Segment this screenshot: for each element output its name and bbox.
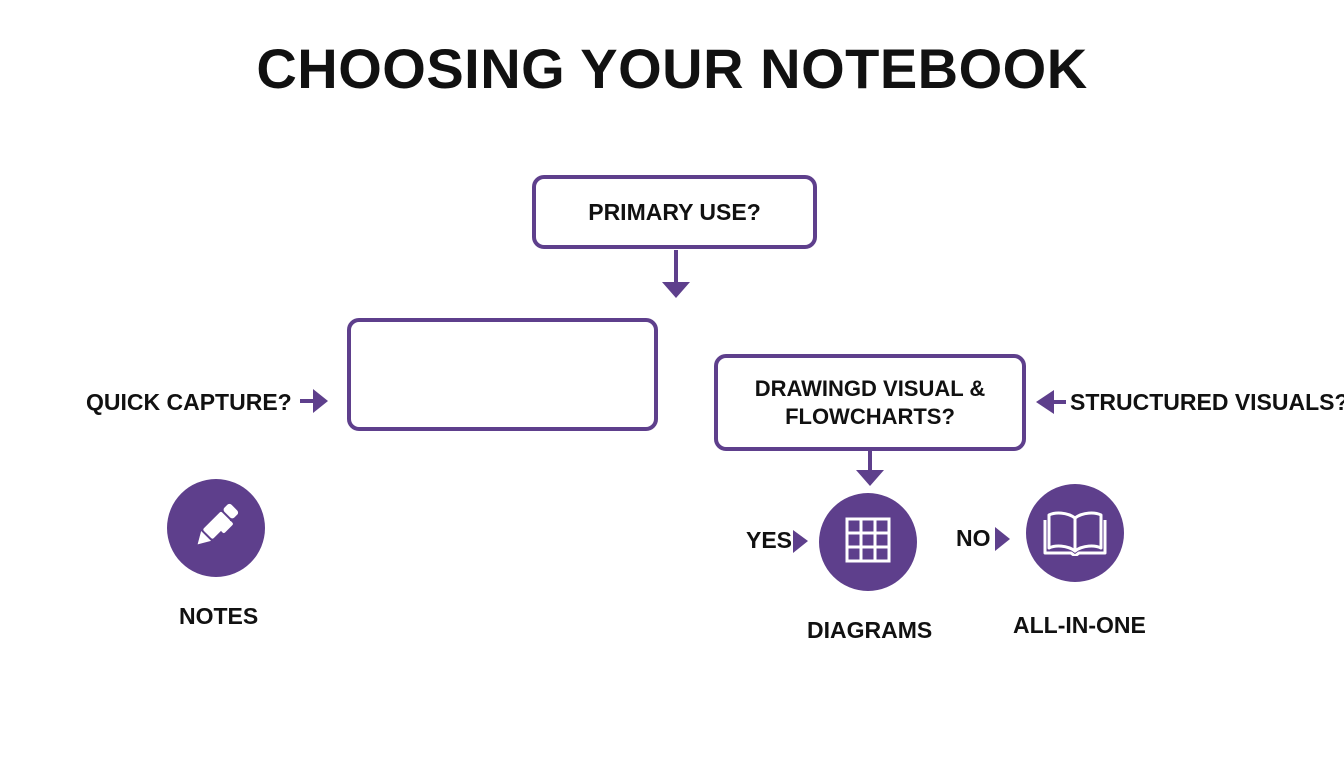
drawing-flowcharts-box: DRAWINGD VISUAL & FLOWCHARTS? — [714, 354, 1026, 451]
no-arrowhead — [995, 527, 1010, 551]
all-in-one-label: ALL-IN-ONE — [1013, 612, 1146, 638]
no-label: NO — [956, 525, 991, 551]
primary-down-arrowhead — [662, 282, 690, 298]
all-in-one-circle — [1026, 484, 1124, 582]
grid-icon — [843, 515, 893, 570]
diagrams-label: DIAGRAMS — [807, 617, 933, 643]
empty-decision-box — [347, 318, 658, 431]
primary-use-label: PRIMARY USE? — [588, 198, 761, 225]
structured-visuals-label: STRUCTURED VISUALS? — [1070, 389, 1344, 415]
notes-circle — [167, 479, 265, 577]
primary-use-box: PRIMARY USE? — [532, 175, 817, 249]
drawing-label-line1: DRAWINGD VISUAL & — [754, 375, 986, 401]
page-title: CHOOSING YOUR NOTEBOOK — [256, 37, 1088, 100]
quick-capture-arrowhead — [313, 389, 328, 413]
yes-label: YES — [746, 527, 793, 553]
pen-icon — [186, 496, 246, 561]
notes-label: NOTES — [179, 603, 259, 629]
yes-arrowhead — [793, 530, 808, 553]
drawing-down-arrowhead — [856, 470, 884, 486]
open-book-icon — [1043, 506, 1107, 561]
drawing-label-line2: FLOWCHARTS? — [785, 403, 955, 429]
diagrams-circle — [819, 493, 917, 591]
quick-capture-label: QUICK CAPTURE? — [86, 389, 292, 415]
structured-arrowhead — [1036, 390, 1054, 414]
